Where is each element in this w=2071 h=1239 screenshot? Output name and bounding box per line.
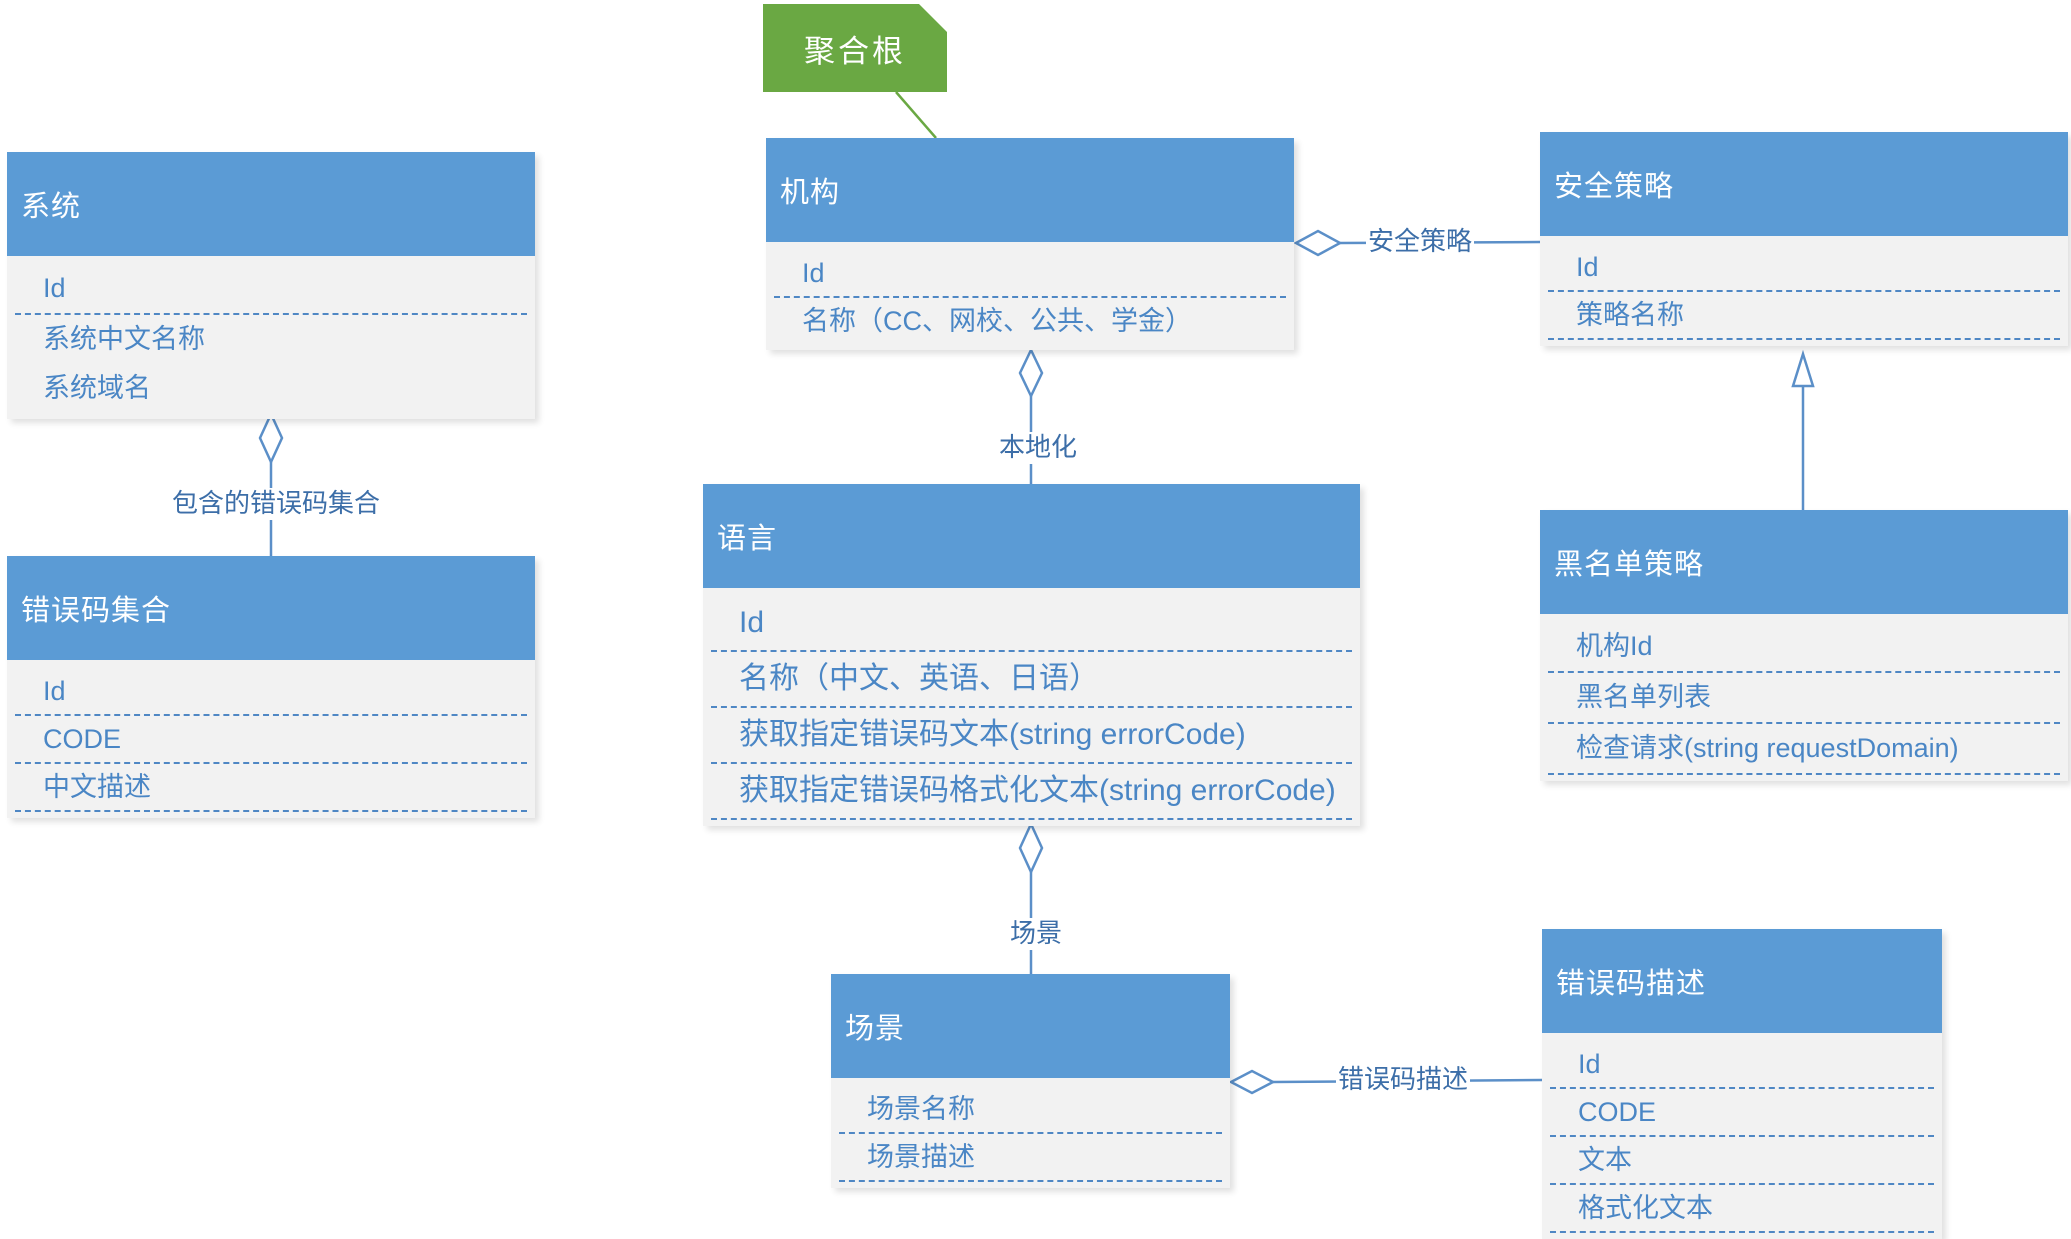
aggregation-diamond-icon — [1018, 347, 1044, 399]
class-title: 黑名单策略 — [1540, 510, 2068, 614]
class-title: 错误码描述 — [1542, 929, 1942, 1033]
attribute-row: Id — [1550, 1041, 1934, 1089]
attribute-list: 场景名称 场景描述 — [831, 1078, 1230, 1188]
attribute-row: CODE — [1550, 1089, 1934, 1137]
attribute-row: 机构Id — [1548, 622, 2060, 673]
aggregation-diamond-icon — [1293, 229, 1343, 257]
class-error-code-description[interactable]: 错误码描述 Id CODE 文本 格式化文本 — [1542, 929, 1942, 1239]
class-system[interactable]: 系统 Id 系统中文名称 系统域名 — [7, 152, 535, 419]
attribute-row: Id — [15, 264, 527, 315]
attribute-row: Id — [15, 668, 527, 716]
note-anchor-line — [895, 91, 937, 139]
note-fold-corner — [919, 4, 947, 32]
class-title: 安全策略 — [1540, 132, 2068, 236]
attribute-list: Id 系统中文名称 系统域名 — [7, 256, 535, 419]
attribute-row: 系统中文名称 — [43, 324, 205, 354]
attribute-row: 场景名称 — [839, 1086, 1222, 1134]
attribute-row: 格式化文本 — [1550, 1185, 1934, 1233]
attribute-row: 获取指定错误码文本(string errorCode) — [711, 708, 1352, 764]
attribute-row: CODE — [15, 716, 527, 764]
class-scene[interactable]: 场景 场景名称 场景描述 — [831, 974, 1230, 1188]
relation-label: 错误码描述 — [1336, 1064, 1471, 1096]
class-title: 错误码集合 — [7, 556, 535, 660]
attribute-row: 策略名称 — [1548, 292, 2060, 340]
aggregate-root-note: 聚合根 — [763, 4, 947, 92]
class-title: 语言 — [703, 484, 1360, 588]
attribute-row: 黑名单列表 — [1548, 673, 2060, 724]
attribute-row: 中文描述 — [15, 764, 527, 812]
class-security-policy[interactable]: 安全策略 Id 策略名称 — [1540, 132, 2068, 346]
class-blacklist-policy[interactable]: 黑名单策略 机构Id 黑名单列表 检查请求(string requestDoma… — [1540, 510, 2068, 781]
attribute-row: 系统域名 — [43, 373, 151, 403]
class-language[interactable]: 语言 Id 名称（中文、英语、日语） 获取指定错误码文本(string erro… — [703, 484, 1360, 826]
relation-label: 安全策略 — [1366, 226, 1475, 258]
inheritance-arrow-icon — [1791, 349, 1815, 388]
attribute-row: 场景描述 — [839, 1134, 1222, 1182]
class-organization[interactable]: 机构 Id 名称（CC、网校、公共、学金） — [766, 138, 1294, 350]
attribute-row: Id — [711, 596, 1352, 652]
attribute-row: Id — [774, 250, 1286, 298]
relation-label: 场景 — [1008, 918, 1065, 950]
aggregation-diamond-icon — [258, 410, 284, 466]
attribute-row: 获取指定错误码格式化文本(string errorCode) — [711, 764, 1352, 820]
class-title: 场景 — [831, 974, 1230, 1078]
attribute-row: 名称（中文、英语、日语） — [711, 652, 1352, 708]
aggregation-diamond-icon — [1018, 820, 1044, 876]
attribute-row: 文本 — [1550, 1137, 1934, 1185]
attribute-list: Id 名称（CC、网校、公共、学金） — [766, 242, 1294, 350]
relation-label: 本地化 — [997, 432, 1080, 464]
class-title: 机构 — [766, 138, 1294, 242]
note-text: 聚合根 — [804, 33, 906, 70]
attribute-list: 机构Id 黑名单列表 检查请求(string requestDomain) — [1540, 614, 2068, 781]
relation-label: 包含的错误码集合 — [170, 488, 383, 520]
attribute-list: Id 策略名称 — [1540, 236, 2068, 346]
attribute-row: 名称（CC、网校、公共、学金） — [802, 306, 1192, 336]
class-title: 系统 — [7, 152, 535, 256]
aggregation-diamond-icon — [1228, 1069, 1276, 1095]
attribute-list: Id CODE 文本 格式化文本 — [1542, 1033, 1942, 1239]
attribute-row: Id — [1548, 244, 2060, 292]
attribute-list: Id CODE 中文描述 — [7, 660, 535, 818]
attribute-row: 检查请求(string requestDomain) — [1548, 724, 2060, 775]
attribute-list: Id 名称（中文、英语、日语） 获取指定错误码文本(string errorCo… — [703, 588, 1360, 826]
class-error-code-set[interactable]: 错误码集合 Id CODE 中文描述 — [7, 556, 535, 818]
